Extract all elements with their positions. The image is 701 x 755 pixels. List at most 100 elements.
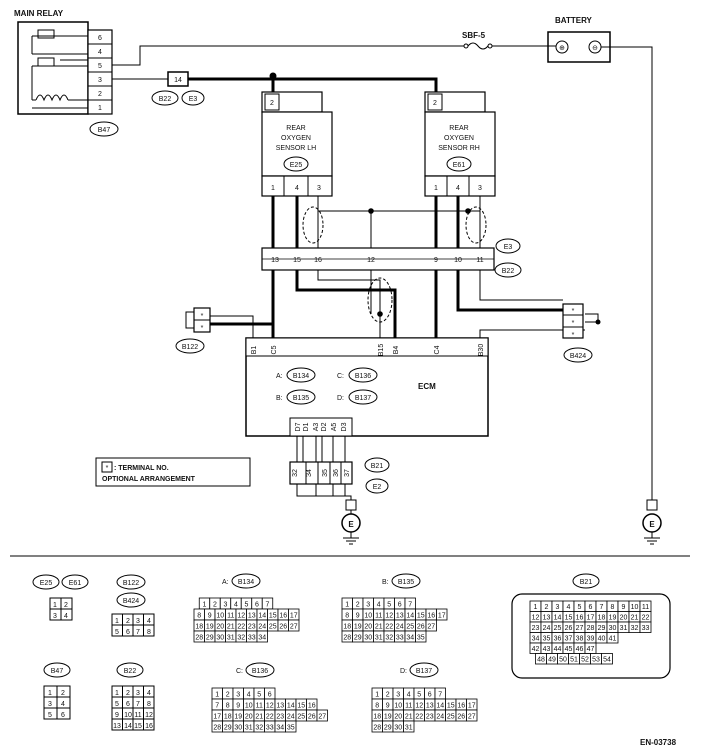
cell-label: 12 bbox=[237, 613, 245, 620]
cell-label: 11 bbox=[256, 703, 263, 710]
optional-right-pin-1: * bbox=[572, 308, 575, 315]
cell-label: 27 bbox=[290, 624, 298, 631]
cell-label: 18 bbox=[224, 714, 232, 721]
view-b122-cell: 3 bbox=[136, 618, 140, 625]
ecm-pin-d7: D7 bbox=[295, 422, 302, 431]
fuse-sbf5: SBF-5 bbox=[462, 31, 493, 50]
cell-label: 1 bbox=[375, 692, 379, 699]
cell-label: 2 bbox=[356, 602, 360, 609]
harness-pin-13: 13 bbox=[271, 257, 279, 264]
cell-label: 14 bbox=[554, 615, 562, 622]
cell-label: 32 bbox=[255, 725, 263, 732]
legend-symbol: * bbox=[106, 465, 109, 472]
cell-label: 16 bbox=[427, 613, 435, 620]
battery: BATTERY ⊕ ⊖ bbox=[547, 16, 611, 63]
relay-link-connector: 14 B22 E3 bbox=[151, 71, 205, 106]
ground-code-e2: E2 bbox=[373, 484, 382, 491]
cell-label: 4 bbox=[234, 602, 238, 609]
cell-label: 2 bbox=[226, 692, 230, 699]
cell-label: 42 bbox=[532, 646, 540, 653]
harness-pin-16: 16 bbox=[314, 257, 322, 264]
cell-label: 12 bbox=[532, 615, 540, 622]
cell-label: 35 bbox=[417, 635, 425, 642]
cell-label: 12 bbox=[415, 703, 423, 710]
harness-connector: 13 15 16 12 9 10 11 E3 B22 bbox=[261, 238, 522, 278]
sensor-rh-code: E61 bbox=[453, 162, 466, 169]
cell-label: 38 bbox=[576, 636, 584, 643]
sensor-lh-pin-3: 3 bbox=[317, 185, 321, 192]
cell-label: 30 bbox=[216, 635, 224, 642]
sensor-rh-line2: OXYGEN bbox=[444, 135, 474, 142]
wires bbox=[112, 45, 653, 516]
sensor-lh-pin-1: 1 bbox=[271, 185, 275, 192]
cell-label: 22 bbox=[237, 624, 245, 631]
cell-label: 49 bbox=[548, 657, 556, 664]
cell-box bbox=[606, 632, 619, 644]
cell-label: 24 bbox=[436, 714, 444, 721]
ecm-pin-a5: A5 bbox=[331, 423, 338, 432]
ecm-label-a: A: bbox=[276, 373, 283, 380]
cell-label: 22 bbox=[415, 714, 423, 721]
main-relay: MAIN RELAY 6 4 5 3 2 1 B47 bbox=[14, 9, 119, 137]
view-b122-cell: 7 bbox=[136, 629, 140, 636]
view-b134-title: A: B134 bbox=[222, 573, 261, 589]
rear-oxygen-sensor-lh: 2 REAR OXYGEN SENSOR LH E25 1 4 3 bbox=[261, 91, 333, 197]
view-b134-prefix: A: bbox=[222, 579, 229, 586]
cell-label: 23 bbox=[532, 625, 540, 632]
cell-label: 21 bbox=[375, 624, 383, 631]
cell-label: 20 bbox=[620, 615, 628, 622]
cell-label: 13 bbox=[276, 703, 284, 710]
optional-right-pin-2: * bbox=[572, 320, 575, 327]
cell-label: 33 bbox=[266, 725, 274, 732]
ecm-pin-c4: C4 bbox=[434, 345, 441, 354]
ecm-pin-b4: B4 bbox=[393, 346, 400, 355]
cell-box bbox=[256, 630, 268, 643]
cell-label: 30 bbox=[394, 725, 402, 732]
cell-label: 33 bbox=[396, 635, 404, 642]
cell-label: 14 bbox=[287, 703, 295, 710]
cell-label: 17 bbox=[213, 714, 221, 721]
cell-label: 6 bbox=[398, 602, 402, 609]
cell-label: 29 bbox=[224, 725, 232, 732]
cell-label: 36 bbox=[554, 636, 562, 643]
cell-label: 31 bbox=[620, 625, 628, 632]
cell-label: 30 bbox=[609, 625, 617, 632]
cell-box bbox=[601, 653, 613, 665]
cell-label: 9 bbox=[386, 703, 390, 710]
view-b47-cell: 6 bbox=[61, 712, 65, 719]
cell-box bbox=[639, 621, 652, 633]
cell-label: 34 bbox=[532, 636, 540, 643]
view-b47: B47 1 2 3 4 5 6 bbox=[43, 662, 71, 720]
cell-label: 3 bbox=[236, 692, 240, 699]
cell-label: 10 bbox=[216, 613, 224, 620]
relay-pin-4: 4 bbox=[98, 49, 102, 56]
cell-label: 37 bbox=[565, 636, 573, 643]
view-b22-cell: 4 bbox=[147, 690, 151, 697]
cell-label: 26 bbox=[565, 625, 573, 632]
battery-negative: ⊖ bbox=[592, 45, 598, 52]
cell-box bbox=[316, 709, 328, 722]
cell-label: 10 bbox=[245, 703, 253, 710]
cell-label: 5 bbox=[578, 604, 582, 611]
cell-label: 33 bbox=[642, 625, 650, 632]
view-b47-cell: 2 bbox=[61, 690, 65, 697]
cell-label: 6 bbox=[428, 692, 432, 699]
cell-label: 18 bbox=[343, 624, 351, 631]
cell-label: 2 bbox=[213, 602, 217, 609]
cell-box bbox=[466, 709, 478, 722]
view-b122-label: B122 bbox=[123, 580, 139, 587]
cell-label: 13 bbox=[426, 703, 434, 710]
cell-label: 1 bbox=[534, 604, 538, 611]
cell-label: 29 bbox=[354, 635, 362, 642]
cell-label: 14 bbox=[406, 613, 414, 620]
view-b22-cell: 7 bbox=[136, 701, 140, 708]
cell-label: 9 bbox=[208, 613, 212, 620]
cell-label: 19 bbox=[234, 714, 242, 721]
harness-pin-11: 11 bbox=[476, 257, 483, 264]
view-b122-cell: 5 bbox=[115, 629, 119, 636]
ecm-code-b136: B136 bbox=[355, 373, 371, 380]
cell-label: 21 bbox=[631, 615, 639, 622]
view-b47-cell: 5 bbox=[48, 712, 52, 719]
